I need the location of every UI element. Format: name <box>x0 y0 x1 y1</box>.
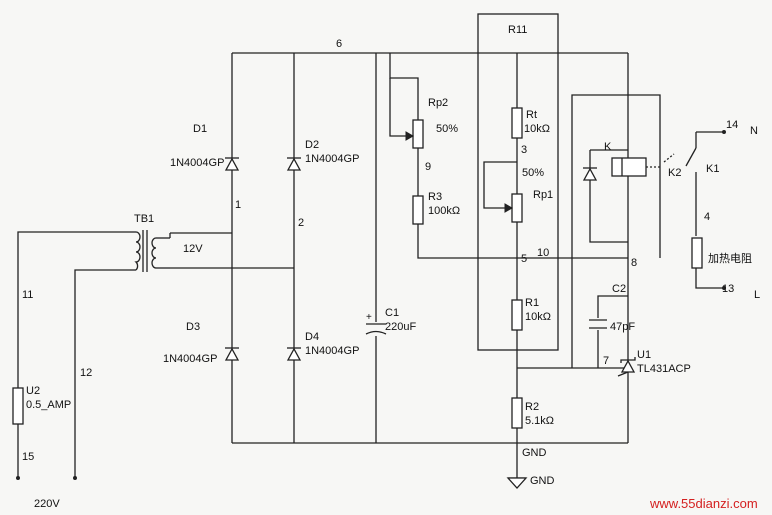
wire-rp2-top <box>389 53 419 120</box>
diode-d2-symbol <box>286 157 302 171</box>
node-label-5: 5 <box>521 253 527 265</box>
relay-k1-label: K1 <box>706 163 719 175</box>
rt-label: Rt <box>526 109 537 121</box>
d2-label: D2 <box>305 139 319 151</box>
u1-part-label: TL431ACP <box>637 363 691 375</box>
r11-label: R11 <box>508 24 527 36</box>
c2-label: C2 <box>612 283 626 295</box>
heater-label: 加热电阻 <box>708 252 752 265</box>
rp1-value: 50% <box>522 167 544 179</box>
regulator-u1-symbol <box>617 357 636 377</box>
d3-part-label: 1N4004GP <box>163 353 217 365</box>
diode-d4-symbol <box>286 347 302 361</box>
relay-k2-label: K2 <box>668 167 681 179</box>
r1-value: 10kΩ <box>525 311 551 323</box>
transformer-tb1 <box>130 230 170 272</box>
node-label-6: 6 <box>336 38 342 50</box>
ground-symbol <box>506 477 528 489</box>
wire-node13 <box>695 268 724 289</box>
gnd-symbol-label: GND <box>530 475 555 487</box>
node-label-3: 3 <box>521 144 527 156</box>
rp2-label: Rp2 <box>428 97 448 109</box>
rp2-value: 50% <box>436 123 458 135</box>
r11-box <box>477 13 559 351</box>
wire-primary-12 <box>74 269 130 478</box>
capacitor-c1-symbol: + <box>365 312 387 336</box>
resistor-r1-body <box>511 299 523 331</box>
n-terminal-label: N <box>750 125 758 137</box>
c1-value: 220uF <box>385 321 416 333</box>
c1-label: C1 <box>385 307 399 319</box>
v12-label: 12V <box>183 243 203 255</box>
terminal-13 <box>722 286 726 290</box>
relay-coil-k <box>611 157 647 177</box>
rp1-wiper-arrow <box>504 203 514 213</box>
node-label-2: 2 <box>298 217 304 229</box>
svg-text:+: + <box>366 312 372 323</box>
wire-rp2-wiper <box>389 78 411 137</box>
wire-flyback-diode <box>589 150 628 243</box>
diode-flyback-symbol <box>582 167 598 181</box>
r1-label: R1 <box>525 297 539 309</box>
wire-c2-branch <box>597 295 628 368</box>
d3-label: D3 <box>186 321 200 333</box>
wire-rp1-wiper <box>483 161 517 209</box>
d4-label: D4 <box>305 331 319 343</box>
d1-part-label: 1N4004GP <box>170 157 224 169</box>
terminal-12 <box>73 476 77 480</box>
node-label-7: 7 <box>603 355 609 367</box>
terminal-15 <box>16 476 20 480</box>
v220-label: 220V <box>34 498 60 510</box>
node-label-10: 10 <box>537 247 549 259</box>
relay-contact-k2 <box>663 132 697 236</box>
node-label-4: 4 <box>704 211 710 223</box>
rp1-label: Rp1 <box>533 189 553 201</box>
r2-value: 5.1kΩ <box>525 415 554 427</box>
watermark: www.55dianzi.com <box>649 496 758 511</box>
wire-relay-loop <box>571 94 661 368</box>
relay-k-label: K <box>604 141 612 153</box>
node-label-1: 1 <box>235 199 241 211</box>
d4-part-label: 1N4004GP <box>305 345 359 357</box>
r3-value: 100kΩ <box>428 205 460 217</box>
diode-d1-symbol <box>224 157 240 171</box>
d1-label: D1 <box>193 123 207 135</box>
thermistor-rt-body <box>511 107 523 139</box>
diode-d3-symbol <box>224 347 240 361</box>
u2-value: 0.5_AMP <box>26 399 71 411</box>
tb1-label: TB1 <box>134 213 154 225</box>
rt-value: 10kΩ <box>524 123 550 135</box>
r3-label: R3 <box>428 191 442 203</box>
l-terminal-label: L <box>754 289 760 301</box>
fuse-u2-body <box>12 387 24 425</box>
potentiometer-rp2-body <box>412 119 424 149</box>
node-label-8: 8 <box>631 257 637 269</box>
node-label-11: 11 <box>22 289 33 301</box>
node-label-13: 13 <box>722 283 734 295</box>
terminal-14 <box>722 130 726 134</box>
node-label-12: 12 <box>80 367 92 379</box>
node-label-14: 14 <box>726 119 738 131</box>
gnd-node-label: GND <box>522 447 547 459</box>
d2-part-label: 1N4004GP <box>305 153 359 165</box>
potentiometer-rp1-body <box>511 193 523 223</box>
resistor-r3-body <box>412 195 424 225</box>
c2-value: 47pF <box>610 321 635 333</box>
node-label-15: 15 <box>22 451 34 463</box>
r2-label: R2 <box>525 401 539 413</box>
u1-label: U1 <box>637 349 651 361</box>
heater-resistor-body <box>691 237 703 269</box>
u2-label: U2 <box>26 385 40 397</box>
node-label-9: 9 <box>425 161 431 173</box>
rp2-wiper-arrow <box>405 131 415 141</box>
wire-primary-11 <box>17 231 130 388</box>
resistor-r2-body <box>511 397 523 429</box>
capacitor-c2-symbol <box>589 318 607 330</box>
